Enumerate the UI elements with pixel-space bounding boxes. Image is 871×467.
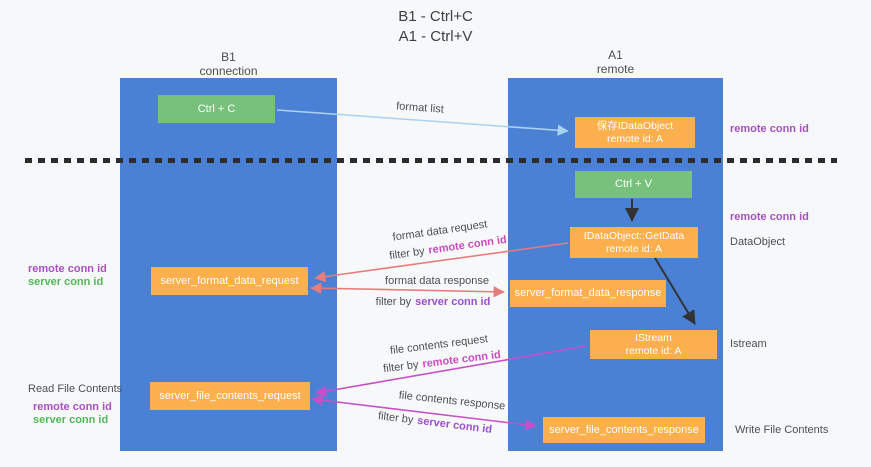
right-remote-conn-id-label-mid: remote conn id [730,211,809,223]
left-remote-conn-id-label-bottom: remote conn id [33,401,112,413]
lifeline-a1-role: remote [596,62,635,76]
server-format-data-request-node: server_format_data_request [151,267,308,295]
filter-by-text: filter by [377,410,415,427]
format-response-label: server_format_data_response [514,287,662,299]
lifeline-b1-name: B1 [221,50,236,64]
ctrl-c-label: Ctrl + C [197,102,236,115]
server-file-contents-request-node: server_file_contents_request [150,382,310,410]
istream-node: IStream remote id: A [590,330,717,359]
server-conn-id-key: server conn id [415,296,491,308]
filter-by-text: filter by [375,296,412,308]
file-response-label: server_file_contents_response [549,423,699,436]
save-dataobject-line2: remote id: A [606,132,664,145]
save-dataobject-node: 保存IDataObject remote id: A [575,117,695,148]
istream-line1: IStream [635,331,672,344]
idataobject-getdata-node: IDataObject::GetData remote id: A [570,227,698,258]
ctrl-c-node: Ctrl + C [158,95,275,123]
left-server-conn-id-label-top: server conn id [28,276,104,288]
server-conn-id-key: server conn id [416,414,493,436]
server-file-contents-response-node: server_file_contents_response [543,417,705,443]
title-line-2: A1 - Ctrl+V [398,28,473,45]
ctrl-v-node: Ctrl + V [575,171,692,198]
format-request-label: server_format_data_request [160,274,299,287]
istream-side-label: Istream [730,338,767,350]
filter-by-text: filter by [382,358,420,376]
title-line-1: B1 - Ctrl+C [398,8,473,25]
format-list-label: format list [395,100,445,116]
getdata-line2: remote id: A [605,242,663,255]
right-remote-conn-id-label-top: remote conn id [730,123,809,135]
lifeline-a1-name: A1 [608,48,623,62]
diagram-title: B1 - Ctrl+C A1 - Ctrl+V [0,7,871,47]
server-format-data-response-node: server_format_data_response [510,280,666,307]
ctrl-v-label: Ctrl + V [615,178,652,190]
lifeline-header-a1: A1 remote [508,48,723,76]
left-remote-conn-id-label-top: remote conn id [28,263,107,275]
getdata-line1: IDataObject::GetData [583,229,685,242]
read-file-contents-label: Read File Contents [28,383,123,395]
istream-line2: remote id: A [625,344,682,357]
left-server-conn-id-label-bottom: server conn id [33,414,109,426]
dataobject-label: DataObject [730,236,786,248]
phase-divider-dashed-line [25,158,837,163]
save-dataobject-line1: 保存IDataObject [596,119,674,132]
remote-conn-id-key: remote conn id [427,233,508,257]
remote-conn-id-key: remote conn id [421,348,502,371]
write-file-contents-label: Write File Contents [735,424,829,436]
file-request-label: server_file_contents_request [159,389,301,402]
file-contents-response-label: file contents response [398,389,506,413]
format-data-response-label: format data response [385,275,489,287]
format-data-response-arrow [310,282,505,298]
lifeline-header-b1: B1 connection [120,50,337,78]
filter-by-text: filter by [388,245,426,263]
lifeline-b1-role: connection [199,64,258,78]
